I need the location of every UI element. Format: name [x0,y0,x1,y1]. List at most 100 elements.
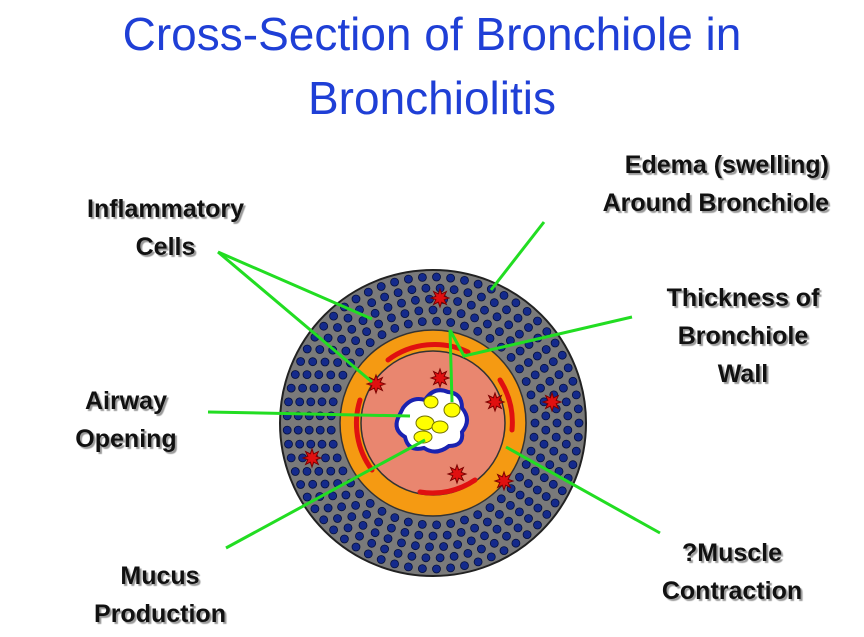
cell-dot [295,439,305,449]
cell-dot [328,397,338,407]
cell-dot [403,274,413,284]
cell-dot [363,287,373,297]
cell-dot [363,549,373,559]
cell-dot [529,404,539,414]
cell-dot [295,397,305,407]
cell-dot [473,326,483,336]
cell-dot [314,370,324,380]
cell-dot [343,313,353,323]
cell-dot [347,324,357,334]
cell-dot [541,492,551,501]
cell-dot [563,411,573,421]
cell-dot [502,305,511,315]
cell-dot [456,528,466,537]
cell-dot [428,531,438,541]
activated-cell-star [429,287,451,309]
cell-dot [480,531,489,541]
cell-dot [390,323,400,333]
cell-dot [410,541,420,551]
cell-dot [550,498,560,508]
cell-dot [542,510,552,519]
cell-dot [343,523,353,533]
cell-dot [298,383,308,393]
cell-dot [515,507,524,517]
cell-dot [533,520,542,530]
cell-dot [362,510,372,519]
cell-dot [341,346,351,356]
cell-dot [308,479,318,489]
cell-dot [390,513,400,522]
cell-dot [449,285,459,295]
muscle-arc-bottom [417,477,478,496]
cell-dot [337,334,347,344]
cell-dot [554,370,564,380]
cell-dot [407,551,417,561]
cell-dot [499,546,509,555]
cell-dot [532,485,542,495]
cell-dot [530,418,540,428]
cell-dot [351,500,361,510]
cell-dot [524,479,533,488]
mucus-blob [443,402,461,418]
cell-dot [482,517,492,527]
cell-dot [460,561,469,570]
cell-dot [302,466,312,476]
cell-dot [511,298,521,308]
cell-dot [530,466,540,476]
cell-dot [559,453,568,463]
cell-dot [390,559,400,569]
cell-dot [432,564,441,574]
cell-dot [421,283,431,293]
cell-dot [326,466,336,476]
cell-dot [421,553,431,563]
cell-dot [574,418,584,428]
cell-dot [403,562,413,572]
cell-dot [393,288,403,298]
cell-dot [456,309,466,319]
activated-cell-star [365,373,387,395]
activated-cell-star [301,447,323,469]
cell-dot [524,497,534,506]
cell-dot [329,525,339,535]
cell-dot [460,275,469,285]
cell-dot [526,390,536,400]
cell-dot [476,292,486,302]
cell-dot [470,523,480,533]
cell-dot [351,294,361,304]
cell-dot [486,552,496,562]
cell-dot [284,397,293,407]
cell-dot [573,432,583,442]
cell-dot [338,370,348,380]
cell-dot [533,503,543,513]
cell-dot [530,370,540,380]
cell-dot [390,277,400,287]
cell-dot [453,540,463,549]
cell-dot [515,472,524,482]
leader-line-mucus [225,438,426,550]
cell-dot [446,318,456,327]
cell-dot [315,425,325,435]
cell-dot [506,352,516,362]
cell-dot [323,333,333,343]
cell-dot [355,347,365,357]
cell-dot [485,503,495,513]
cell-dot [550,338,560,348]
cell-dot [400,528,410,537]
cell-dot [515,490,525,500]
cell-dot [432,520,442,530]
cell-dot [290,467,300,476]
cell-dot [442,306,452,316]
cell-dot [333,358,343,367]
cell-dot [545,460,555,470]
mucus-blob [431,420,449,434]
cell-dot [407,285,417,295]
mucus-blob [423,395,439,409]
cell-dot [513,523,523,533]
cell-dot [529,432,539,442]
cell-dot [315,345,325,354]
cell-dot [522,306,532,316]
cell-dot [551,432,561,442]
cell-dot [367,298,377,308]
cell-dot [386,313,396,323]
